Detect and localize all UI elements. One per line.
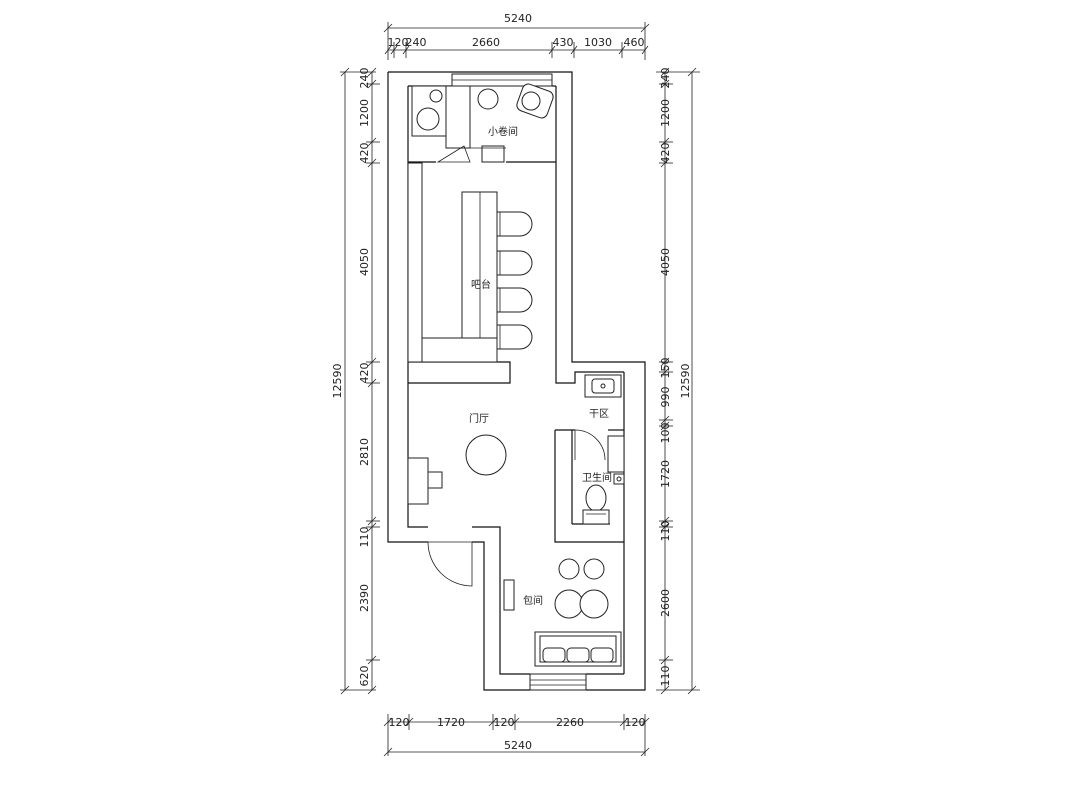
right-seg-8: 1720 — [659, 460, 672, 488]
bar-furniture — [407, 162, 533, 363]
top-total-dimension: 5240 — [504, 12, 532, 25]
bathroom-label: 卫生间 — [582, 471, 612, 484]
left-seg-1: 240 — [358, 68, 371, 89]
left-seg-8: 2390 — [358, 584, 371, 612]
small-room-label: 小卷间 — [488, 125, 518, 138]
right-seg-5: 150 — [659, 358, 672, 379]
right-seg-6: 990 — [659, 387, 672, 408]
bar-label: 吧台 — [471, 278, 491, 291]
top-seg-6: 460 — [624, 36, 645, 49]
hall-label: 门厅 — [469, 412, 489, 425]
top-seg-1: 120 — [388, 36, 409, 49]
bottom-seg-4: 2260 — [556, 716, 584, 729]
top-seg-3: 2660 — [472, 36, 500, 49]
bottom-seg-3: 120 — [494, 716, 515, 729]
right-seg-4: 4050 — [659, 248, 672, 276]
left-seg-3: 420 — [358, 143, 371, 164]
bottom-total-dimension: 5240 — [504, 739, 532, 752]
hall-furniture — [407, 434, 507, 587]
right-seg-2: 1200 — [659, 99, 672, 127]
bottom-seg-5: 120 — [625, 716, 646, 729]
bar-stool-4 — [496, 324, 533, 350]
left-total-dimension: 12590 — [331, 364, 344, 399]
right-seg-10: 2600 — [659, 589, 672, 617]
bottom-dimension-chain: 120 1720 120 2260 120 5240 — [383, 714, 650, 757]
left-seg-9: 620 — [358, 666, 371, 687]
right-seg-11: 110 — [659, 666, 672, 687]
left-dimension-chain: 12590 240 1200 420 4050 420 — [331, 68, 380, 695]
bottom-seg-1: 120 — [389, 716, 410, 729]
bottom-seg-2: 1720 — [437, 716, 465, 729]
private-room-label: 包间 — [523, 594, 543, 607]
top-seg-5: 1030 — [584, 36, 612, 49]
top-seg-4: 430 — [553, 36, 574, 49]
dry-area-fixtures — [574, 374, 622, 461]
right-dimension-chain: 240 1200 420 4050 150 990 100 1720 110 2… — [656, 68, 700, 695]
right-seg-9: 110 — [659, 521, 672, 542]
bar-stool-3 — [496, 287, 533, 313]
right-total-dimension: 12590 — [679, 364, 692, 399]
bathroom-fixtures — [582, 435, 625, 525]
small-room-furniture — [411, 83, 554, 163]
top-dimension-chain: 5240 120 240 2660 430 1030 460 — [383, 12, 650, 60]
top-seg-2: 240 — [406, 36, 427, 49]
right-seg-3: 420 — [659, 143, 672, 164]
left-seg-2: 1200 — [358, 99, 371, 127]
left-seg-6: 2810 — [358, 438, 371, 466]
right-seg-1: 240 — [659, 68, 672, 89]
bar-stool-2 — [496, 250, 533, 276]
dry-area-label: 干区 — [589, 408, 609, 420]
right-seg-7: 100 — [659, 423, 672, 444]
left-seg-4: 4050 — [358, 248, 371, 276]
bar-stool-1 — [496, 211, 533, 237]
private-room-furniture — [503, 558, 622, 667]
left-seg-7: 110 — [358, 527, 371, 548]
left-seg-5: 420 — [358, 363, 371, 384]
